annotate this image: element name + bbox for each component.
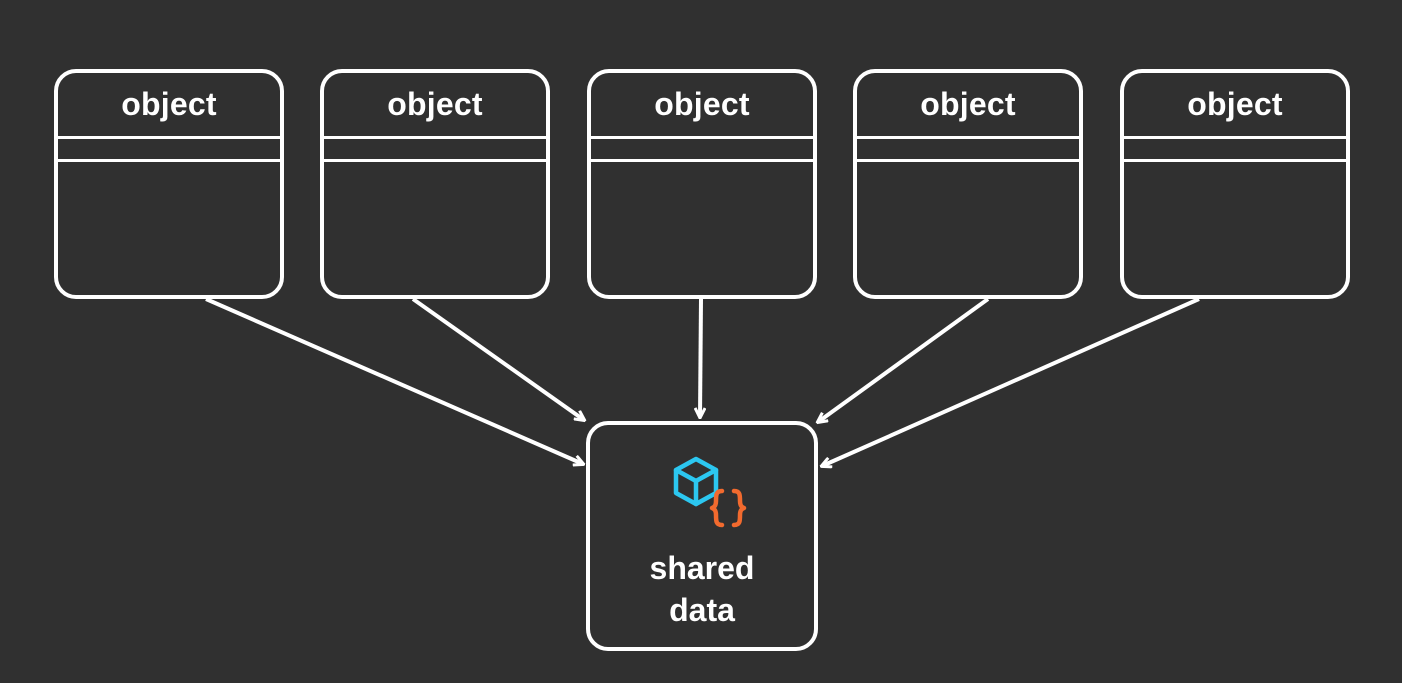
object-attributes-section bbox=[857, 139, 1079, 159]
object-divider bbox=[324, 136, 546, 139]
shared-label-line-1: shared bbox=[649, 550, 755, 586]
object-divider bbox=[591, 159, 813, 162]
object-divider bbox=[857, 159, 1079, 162]
arrow-object-4-to-shared bbox=[818, 297, 990, 422]
object-box-3: object bbox=[587, 69, 817, 299]
object-title: object bbox=[654, 86, 750, 122]
object-divider bbox=[324, 159, 546, 162]
object-attributes-section bbox=[324, 139, 546, 159]
arrow-object-2-to-shared bbox=[411, 297, 584, 420]
object-box-1: object bbox=[54, 69, 284, 299]
object-divider bbox=[1124, 159, 1346, 162]
object-box-5: object bbox=[1120, 69, 1350, 299]
object-divider bbox=[591, 136, 813, 139]
object-attributes-section bbox=[1124, 139, 1346, 159]
cube-json-icon bbox=[673, 456, 747, 528]
arrow-object-5-to-shared bbox=[822, 297, 1200, 466]
shared-label-line-2: data bbox=[669, 592, 735, 628]
object-title: object bbox=[920, 86, 1016, 122]
object-title: object bbox=[121, 86, 217, 122]
shared-data-box: shared data bbox=[586, 421, 818, 651]
object-divider bbox=[58, 136, 280, 139]
arrow-object-3-to-shared bbox=[700, 298, 701, 417]
arrow-object-1-to-shared bbox=[205, 297, 583, 464]
object-title: object bbox=[387, 86, 483, 122]
object-divider bbox=[857, 136, 1079, 139]
object-divider bbox=[58, 159, 280, 162]
object-attributes-section bbox=[58, 139, 280, 159]
object-attributes-section bbox=[591, 139, 813, 159]
object-title: object bbox=[1187, 86, 1283, 122]
object-divider bbox=[1124, 136, 1346, 139]
shared-data-label: shared data bbox=[590, 547, 814, 631]
object-box-2: object bbox=[320, 69, 550, 299]
object-box-4: object bbox=[853, 69, 1083, 299]
